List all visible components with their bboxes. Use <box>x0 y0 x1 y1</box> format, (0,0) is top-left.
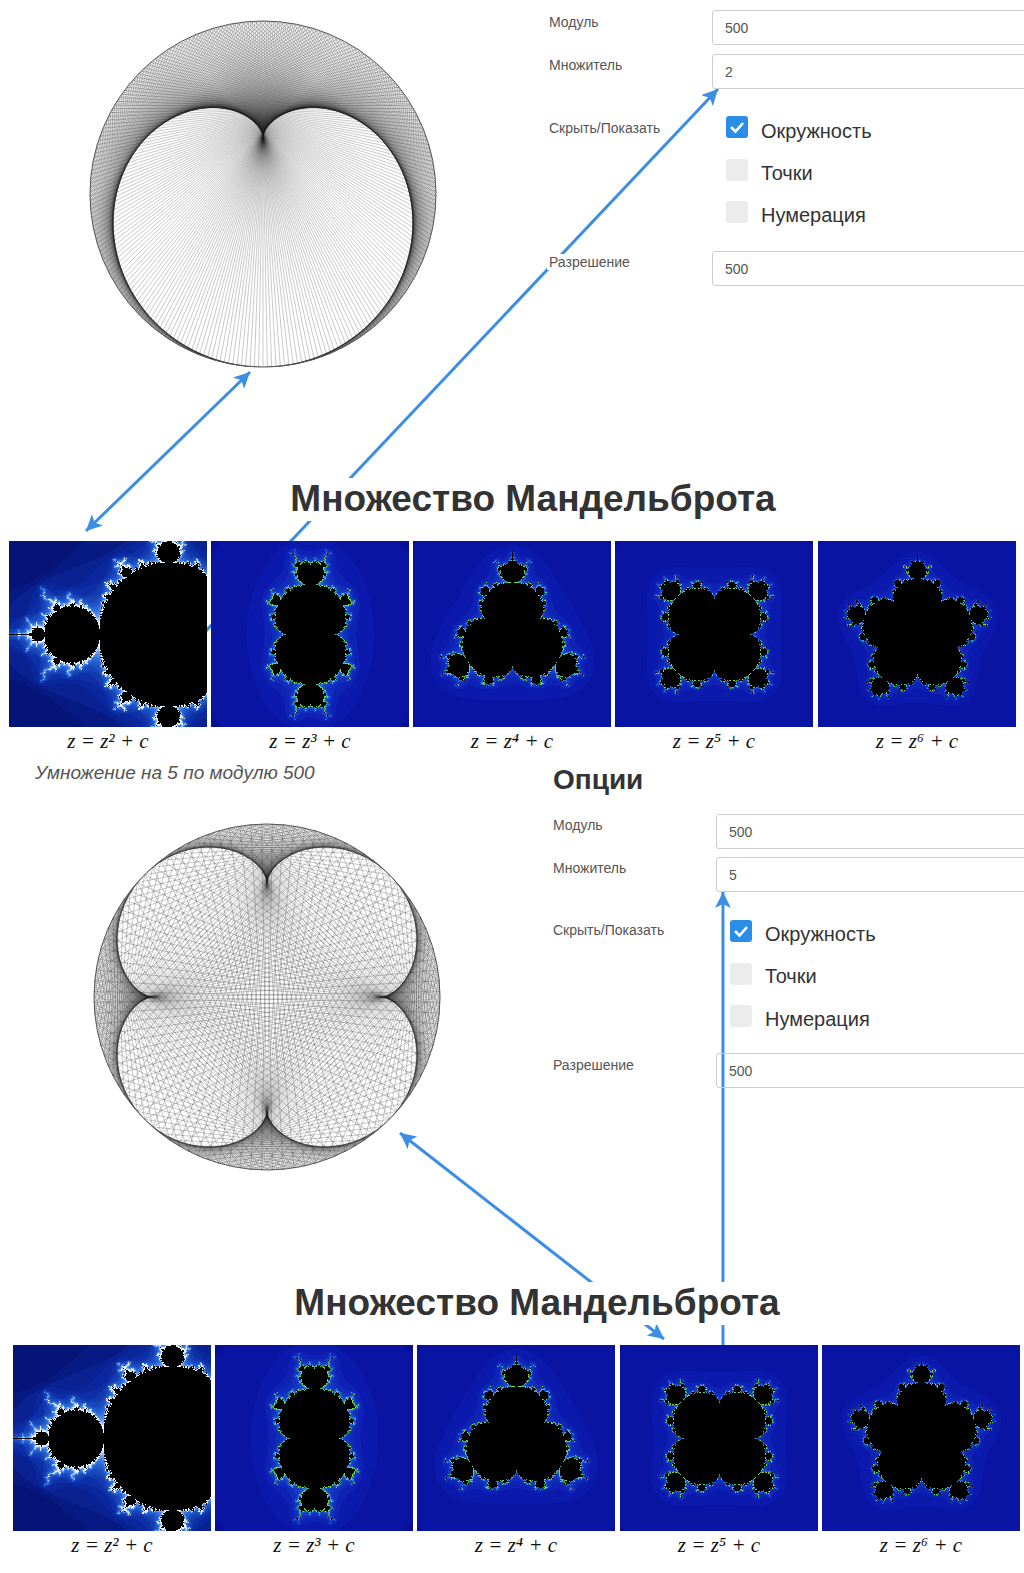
input-value: 500 <box>729 1063 752 1079</box>
fractal-picture <box>818 541 1016 727</box>
input-field: 500 <box>712 251 1024 286</box>
fractal-image: z = z² + c <box>13 1345 211 1531</box>
chord-lines <box>94 824 440 1170</box>
fractal-picture <box>413 541 611 727</box>
fractal-picture <box>9 541 207 727</box>
checkbox-empty <box>730 963 752 985</box>
input-value: 5 <box>729 867 737 883</box>
check-mark <box>726 116 748 138</box>
formula-caption: z = z⁵ + c <box>671 730 757 753</box>
modular-circle-drawing <box>94 824 440 1170</box>
input-field: 500 <box>716 1053 1024 1088</box>
field-label: Множитель <box>547 57 624 73</box>
fractal-image: z = z⁴ + c <box>413 541 611 727</box>
field-label: Модуль <box>547 14 601 30</box>
checkbox-label: Окружность <box>759 120 874 143</box>
input-value: 2 <box>725 64 733 80</box>
checkbox-label: Нумерация <box>763 1008 872 1031</box>
checkbox-label: Окружность <box>763 923 878 946</box>
fractal-picture <box>417 1345 615 1531</box>
fractal-image: z = z⁶ + c <box>822 1345 1020 1531</box>
input-field: 500 <box>716 814 1024 849</box>
formula-caption: z = z² + c <box>69 1534 154 1557</box>
fractal-picture <box>13 1345 211 1531</box>
fractal-image: z = z² + c <box>9 541 207 727</box>
section-heading: Опции <box>551 764 645 796</box>
formula-caption: z = z³ + c <box>267 730 352 753</box>
chord-lines <box>90 21 436 367</box>
checkbox-empty <box>726 201 748 223</box>
checkbox-label: Точки <box>759 162 815 185</box>
formula-caption: z = z⁶ + c <box>878 1534 964 1557</box>
field-label: Скрыть/Показать <box>547 120 662 136</box>
formula-caption: z = z² + c <box>65 730 150 753</box>
checkbox-checked <box>726 116 748 138</box>
formula-caption: z = z⁵ + c <box>676 1534 762 1557</box>
checkbox-label: Точки <box>763 965 819 988</box>
caption-note: Умножение на 5 по модулю 500 <box>33 762 317 784</box>
formula-caption: z = z⁴ + c <box>473 1534 559 1557</box>
input-value: 500 <box>725 20 748 36</box>
field-label: Разрешение <box>547 254 632 270</box>
modular-circle-drawing <box>90 21 436 367</box>
fractal-image: z = z⁵ + c <box>620 1345 818 1531</box>
checkbox-empty <box>730 1005 752 1027</box>
field-label: Разрешение <box>551 1057 636 1073</box>
section-heading: Множество Мандельброта <box>286 478 779 521</box>
fractal-image: z = z⁵ + c <box>615 541 813 727</box>
input-value: 500 <box>729 824 752 840</box>
checkbox-checked <box>730 920 752 942</box>
fractal-picture <box>620 1345 818 1531</box>
checkbox-empty <box>726 159 748 181</box>
field-label: Множитель <box>551 860 628 876</box>
fractal-image: z = z⁴ + c <box>417 1345 615 1531</box>
fractal-image: z = z⁶ + c <box>818 541 1016 727</box>
input-value: 500 <box>725 261 748 277</box>
input-field: 2 <box>712 54 1024 89</box>
formula-caption: z = z⁶ + c <box>874 730 960 753</box>
pointer-arrow <box>86 372 250 531</box>
fractal-picture <box>215 1345 413 1531</box>
check-mark <box>730 920 752 942</box>
section-heading: Множество Мандельброта <box>290 1282 783 1325</box>
circle-outline <box>90 21 436 367</box>
fractal-image: z = z³ + c <box>211 541 409 727</box>
fractal-picture <box>615 541 813 727</box>
fractal-image: z = z³ + c <box>215 1345 413 1531</box>
fractal-picture <box>211 541 409 727</box>
checkbox-label: Нумерация <box>759 204 868 227</box>
formula-caption: z = z⁴ + c <box>469 730 555 753</box>
formula-caption: z = z³ + c <box>271 1534 356 1557</box>
circle-outline <box>94 824 440 1170</box>
field-label: Скрыть/Показать <box>551 922 666 938</box>
field-label: Модуль <box>551 817 605 833</box>
input-field: 500 <box>712 10 1024 45</box>
fractal-picture <box>822 1345 1020 1531</box>
input-field: 5 <box>716 857 1024 892</box>
